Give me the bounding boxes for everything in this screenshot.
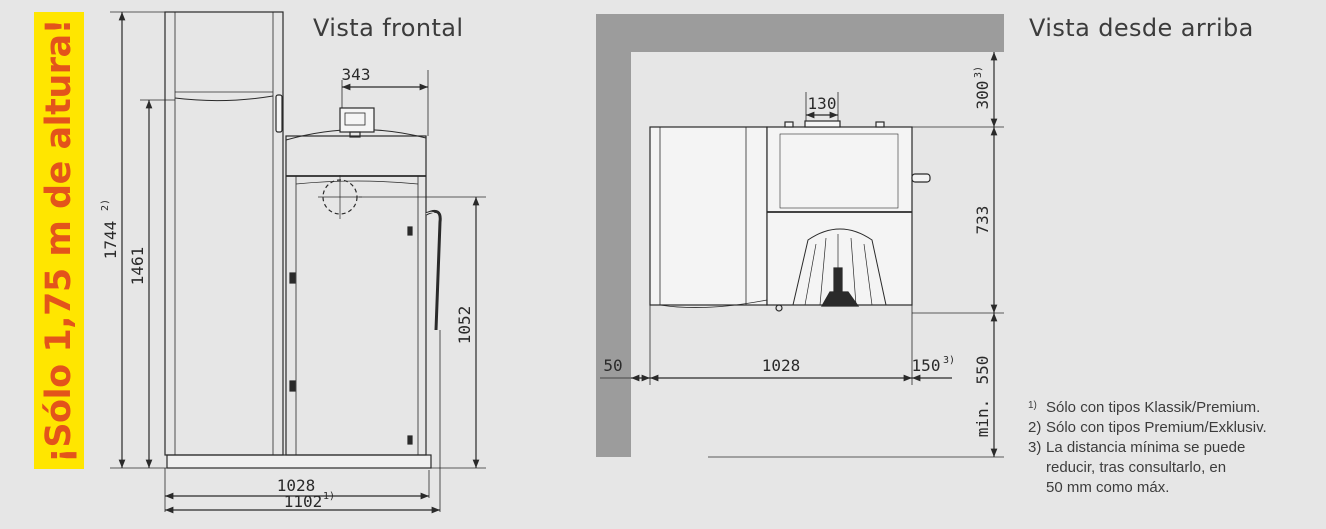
dim-50: 50 xyxy=(603,356,622,375)
dim-150: 150 xyxy=(912,356,941,375)
dim-343: 343 xyxy=(342,65,371,84)
dim-1744: 1744 xyxy=(101,221,120,260)
dim-130: 130 xyxy=(808,94,837,113)
dim-550: 550 xyxy=(973,356,992,385)
dim-150-note: 3) xyxy=(943,355,955,366)
dim-550-prefix: min. xyxy=(973,399,992,438)
front-view-drawing xyxy=(110,11,486,514)
footnote-2-num: 2) xyxy=(1028,419,1042,436)
footnote-1: 1) Sólo con tipos Klassik/Premium. xyxy=(1028,398,1267,418)
top-burner xyxy=(792,228,887,306)
wall-left xyxy=(596,14,631,457)
dim-300-note: 3) xyxy=(973,66,984,78)
top-view-drawing xyxy=(600,52,1004,458)
side-banner xyxy=(34,12,84,469)
footnote-1-num: 1) xyxy=(1028,400,1037,411)
front-storage-column xyxy=(164,11,284,456)
wall-back xyxy=(596,14,1004,52)
dim-1028-front: 1028 xyxy=(277,476,316,495)
footnote-2-text: Sólo con tipos Premium/Exklusiv. xyxy=(1046,419,1267,436)
dim-1744-note: 2) xyxy=(100,199,111,211)
dim-1052: 1052 xyxy=(455,306,474,345)
dim-1028-top: 1028 xyxy=(762,356,801,375)
footnote-2: 2) Sólo con tipos Premium/Exklusiv. xyxy=(1028,418,1267,438)
dim-1102: 1102 xyxy=(284,492,323,511)
footnote-3: 3) La distancia mínima se puede reducir,… xyxy=(1028,438,1267,498)
front-view-title: Vista frontal xyxy=(313,14,464,42)
dim-733: 733 xyxy=(973,206,992,235)
dim-1102-note: 1) xyxy=(323,491,335,502)
footnotes: 1) Sólo con tipos Klassik/Premium. 2) Só… xyxy=(1028,398,1267,498)
top-view-walls xyxy=(596,14,1004,457)
footnote-1-text: Sólo con tipos Klassik/Premium. xyxy=(1046,399,1261,416)
top-view-title: Vista desde arriba xyxy=(1029,14,1254,42)
front-boiler-body xyxy=(285,135,427,456)
top-storage xyxy=(649,126,768,306)
front-base-plate xyxy=(166,454,432,469)
dim-300: 300 xyxy=(973,81,992,110)
dim-1461: 1461 xyxy=(128,247,147,286)
footnote-3-text: La distancia mínima se puede reducir, tr… xyxy=(1046,439,1246,496)
footnote-3-num: 3) xyxy=(1028,439,1042,456)
